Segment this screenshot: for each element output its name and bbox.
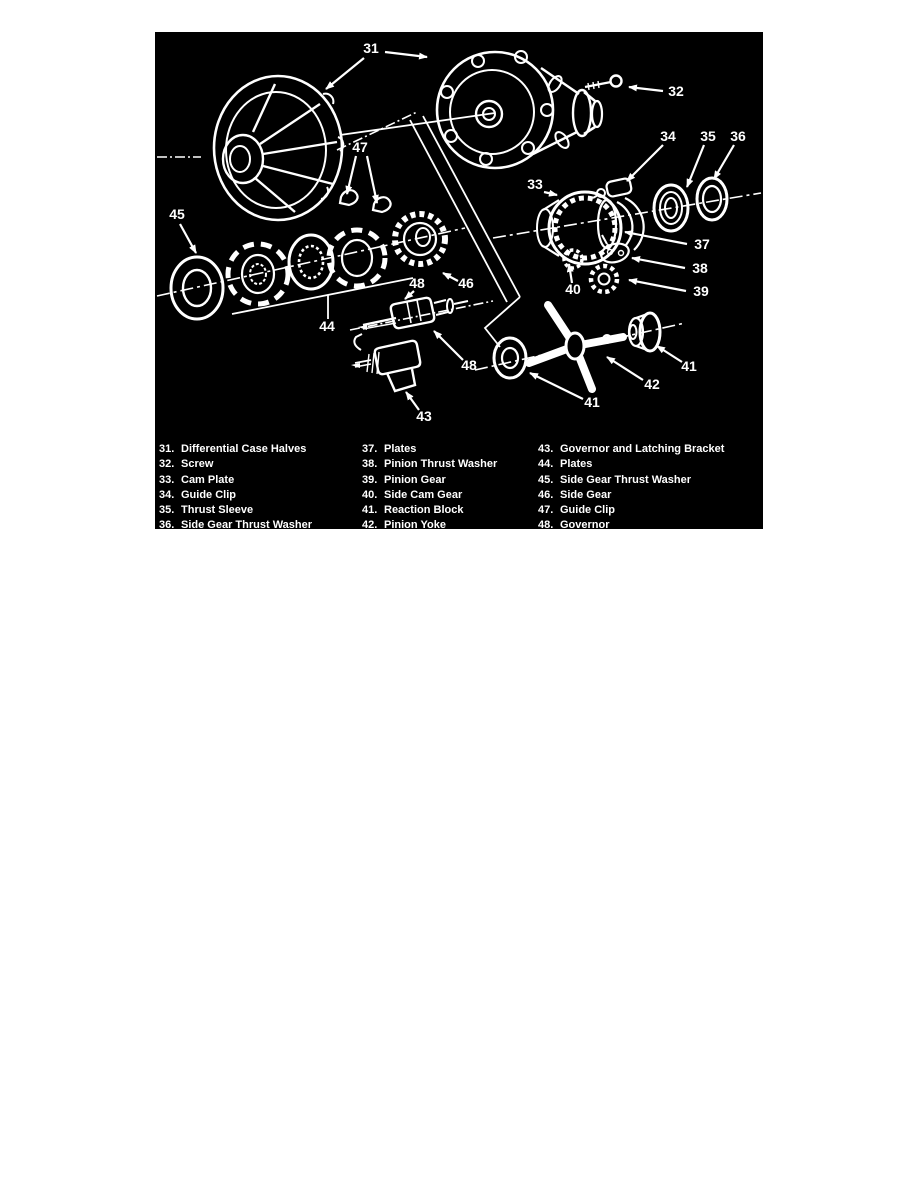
long-leader-lines xyxy=(339,112,521,348)
legend-item-number: 36. xyxy=(159,519,175,529)
legend-item-number: 31. xyxy=(159,443,175,455)
legend-item: 34. Guide Clip xyxy=(159,488,359,503)
legend-item-number: 47. xyxy=(538,504,554,517)
callout-46: 46 xyxy=(458,275,474,291)
legend-item-number: 48. xyxy=(538,519,554,529)
part-governor xyxy=(358,296,469,330)
legend-item-name: Side Gear Thrust Washer xyxy=(560,473,692,486)
callout-leader-lines xyxy=(179,50,735,411)
callout-40: 40 xyxy=(565,281,581,297)
legend-item-number: 37. xyxy=(362,443,378,455)
legend-item-name: Cam Plate xyxy=(181,473,235,486)
legend-item-number: 34. xyxy=(159,488,175,501)
callout-32: 32 xyxy=(668,83,684,99)
callout-37: 37 xyxy=(694,236,710,252)
legend-column-2: 37. Plates 38. Pinion Thrust Washer 39. Pin… xyxy=(362,442,534,529)
legend-item-number: 39. xyxy=(362,473,378,486)
legend-item-number: 44. xyxy=(538,458,554,471)
part-thrust-sleeve xyxy=(652,183,690,233)
callout-39: 39 xyxy=(693,283,709,299)
legend-item: 36. Side Gear Thrust Washer xyxy=(159,518,359,529)
part-plates-37 xyxy=(616,197,645,251)
callout-43: 43 xyxy=(416,408,432,424)
legend-item: 32. Screw xyxy=(159,457,359,472)
part-pinion-yoke xyxy=(525,301,627,393)
part-side-gear xyxy=(392,211,448,267)
callout-48b: 48 xyxy=(461,357,477,373)
part-screw xyxy=(584,74,623,91)
callout-34: 34 xyxy=(660,128,676,144)
part-differential-case-half-right xyxy=(435,50,604,170)
legend-item-name: Plates xyxy=(384,443,417,455)
legend-item: 45. Side Gear Thrust Washer xyxy=(538,473,760,488)
callout-42: 42 xyxy=(644,376,660,392)
legend-item: 35. Thrust Sleeve xyxy=(159,503,359,518)
legend-item: 44. Plates xyxy=(538,457,760,472)
callout-48a: 48 xyxy=(409,275,425,291)
callout-44: 44 xyxy=(319,318,335,334)
callout-31: 31 xyxy=(363,40,379,56)
legend-item-name: Plates xyxy=(560,458,593,471)
legend-item: 37. Plates xyxy=(362,442,534,457)
exploded-view-drawing: 31 32 47 45 33 34 35 36 37 38 39 40 46 4… xyxy=(156,40,762,424)
legend-item-number: 33. xyxy=(159,473,175,486)
callout-36: 36 xyxy=(730,128,746,144)
callout-41a: 41 xyxy=(681,358,697,374)
legend-item-name: Guide Clip xyxy=(181,488,236,501)
part-plates-44 xyxy=(225,227,388,307)
legend-item-number: 46. xyxy=(538,488,554,501)
legend-item: 40. Side Cam Gear xyxy=(362,488,534,503)
legend-item-name: Screw xyxy=(181,458,214,471)
legend-item-name: Guide Clip xyxy=(560,504,615,517)
legend-item-number: 43. xyxy=(538,443,554,455)
legend-item-name: Side Cam Gear xyxy=(384,488,463,501)
part-pinion-thrust-washer xyxy=(600,234,630,264)
callout-33: 33 xyxy=(527,176,543,192)
legend-item-name: Thrust Sleeve xyxy=(181,504,254,517)
legend-item-number: 35. xyxy=(159,504,175,517)
legend-column-3: 43. Governor and Latching Bracket 44. Plat… xyxy=(538,442,760,529)
legend-item-name: Governor xyxy=(560,519,610,529)
legend-item: 48. Governor xyxy=(538,518,760,529)
callout-41b: 41 xyxy=(584,394,600,410)
part-reaction-block xyxy=(627,311,662,353)
callout-47: 47 xyxy=(352,139,368,155)
legend-item-number: 45. xyxy=(538,473,554,486)
legend-item: 42. Pinion Yoke xyxy=(362,518,534,529)
legend-item: 33. Cam Plate xyxy=(159,473,359,488)
legend-item: 47. Guide Clip xyxy=(538,503,760,518)
legend-item-number: 38. xyxy=(362,458,378,471)
part-reaction-block-washer xyxy=(492,336,528,380)
legend-item-name: Pinion Gear xyxy=(384,473,446,486)
legend-item: 46. Side Gear xyxy=(538,488,760,503)
legend-item-number: 42. xyxy=(362,519,378,529)
callout-35: 35 xyxy=(700,128,716,144)
legend-item-name: Side Gear Thrust Washer xyxy=(181,519,313,529)
legend-item: 43. Governor and Latching Bracket xyxy=(538,442,760,457)
callout-45: 45 xyxy=(169,206,185,222)
callout-38: 38 xyxy=(692,260,708,276)
legend-item: 41. Reaction Block xyxy=(362,503,534,518)
part-pinion-gear xyxy=(588,263,620,295)
diagram-panel: 31 32 47 45 33 34 35 36 37 38 39 40 46 4… xyxy=(155,32,763,529)
legend-item-name: Differential Case Halves xyxy=(181,443,307,455)
legend-item: 38. Pinion Thrust Washer xyxy=(362,457,534,472)
legend-item-name: Reaction Block xyxy=(384,504,464,517)
legend-item-name: Side Gear xyxy=(560,488,612,501)
callout-labels: 31 32 47 45 33 34 35 36 37 38 39 40 46 4… xyxy=(169,40,746,424)
legend-item-name: Pinion Thrust Washer xyxy=(384,458,498,471)
legend-item-number: 41. xyxy=(362,504,378,517)
legend-item-name: Pinion Yoke xyxy=(384,519,446,529)
part-side-gear-thrust-washer-45 xyxy=(169,255,225,321)
legend-column-1: 31. Differential Case Halves 32. Screw 33.… xyxy=(159,442,359,529)
part-differential-case-half-left xyxy=(212,74,345,222)
part-guide-clip-34 xyxy=(592,177,633,199)
part-side-gear-thrust-washer-36 xyxy=(695,176,729,222)
legend-item-number: 32. xyxy=(159,458,175,471)
legend-item-name: Governor and Latching Bracket xyxy=(560,443,725,455)
legend-item: 39. Pinion Gear xyxy=(362,473,534,488)
part-governor-latching-bracket xyxy=(351,333,422,393)
legend-item: 31. Differential Case Halves xyxy=(159,442,359,457)
legend-item-number: 40. xyxy=(362,488,378,501)
